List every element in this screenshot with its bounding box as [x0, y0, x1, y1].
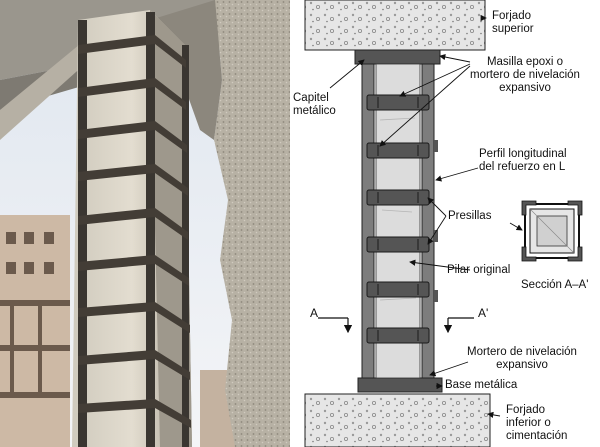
reinforced-column-photo — [0, 0, 290, 447]
lower-slab — [304, 393, 491, 447]
label-base-metalica: Base metálica — [445, 379, 518, 391]
upper-slab — [304, 0, 486, 51]
steel-base — [357, 377, 443, 393]
reinforcement-diagram — [304, 0, 583, 447]
section-detail — [521, 200, 583, 262]
original-pillar — [375, 63, 421, 379]
label-pilar-original: Pilar original — [447, 264, 511, 276]
battens — [366, 94, 430, 344]
label-presillas: Presillas — [448, 210, 492, 222]
steel-capital — [354, 49, 441, 65]
label-section-a-prime: A' — [478, 306, 489, 320]
label-section-a: A — [310, 306, 319, 320]
label-seccion: Sección A–A' — [521, 279, 589, 291]
photo-battens — [78, 35, 191, 428]
